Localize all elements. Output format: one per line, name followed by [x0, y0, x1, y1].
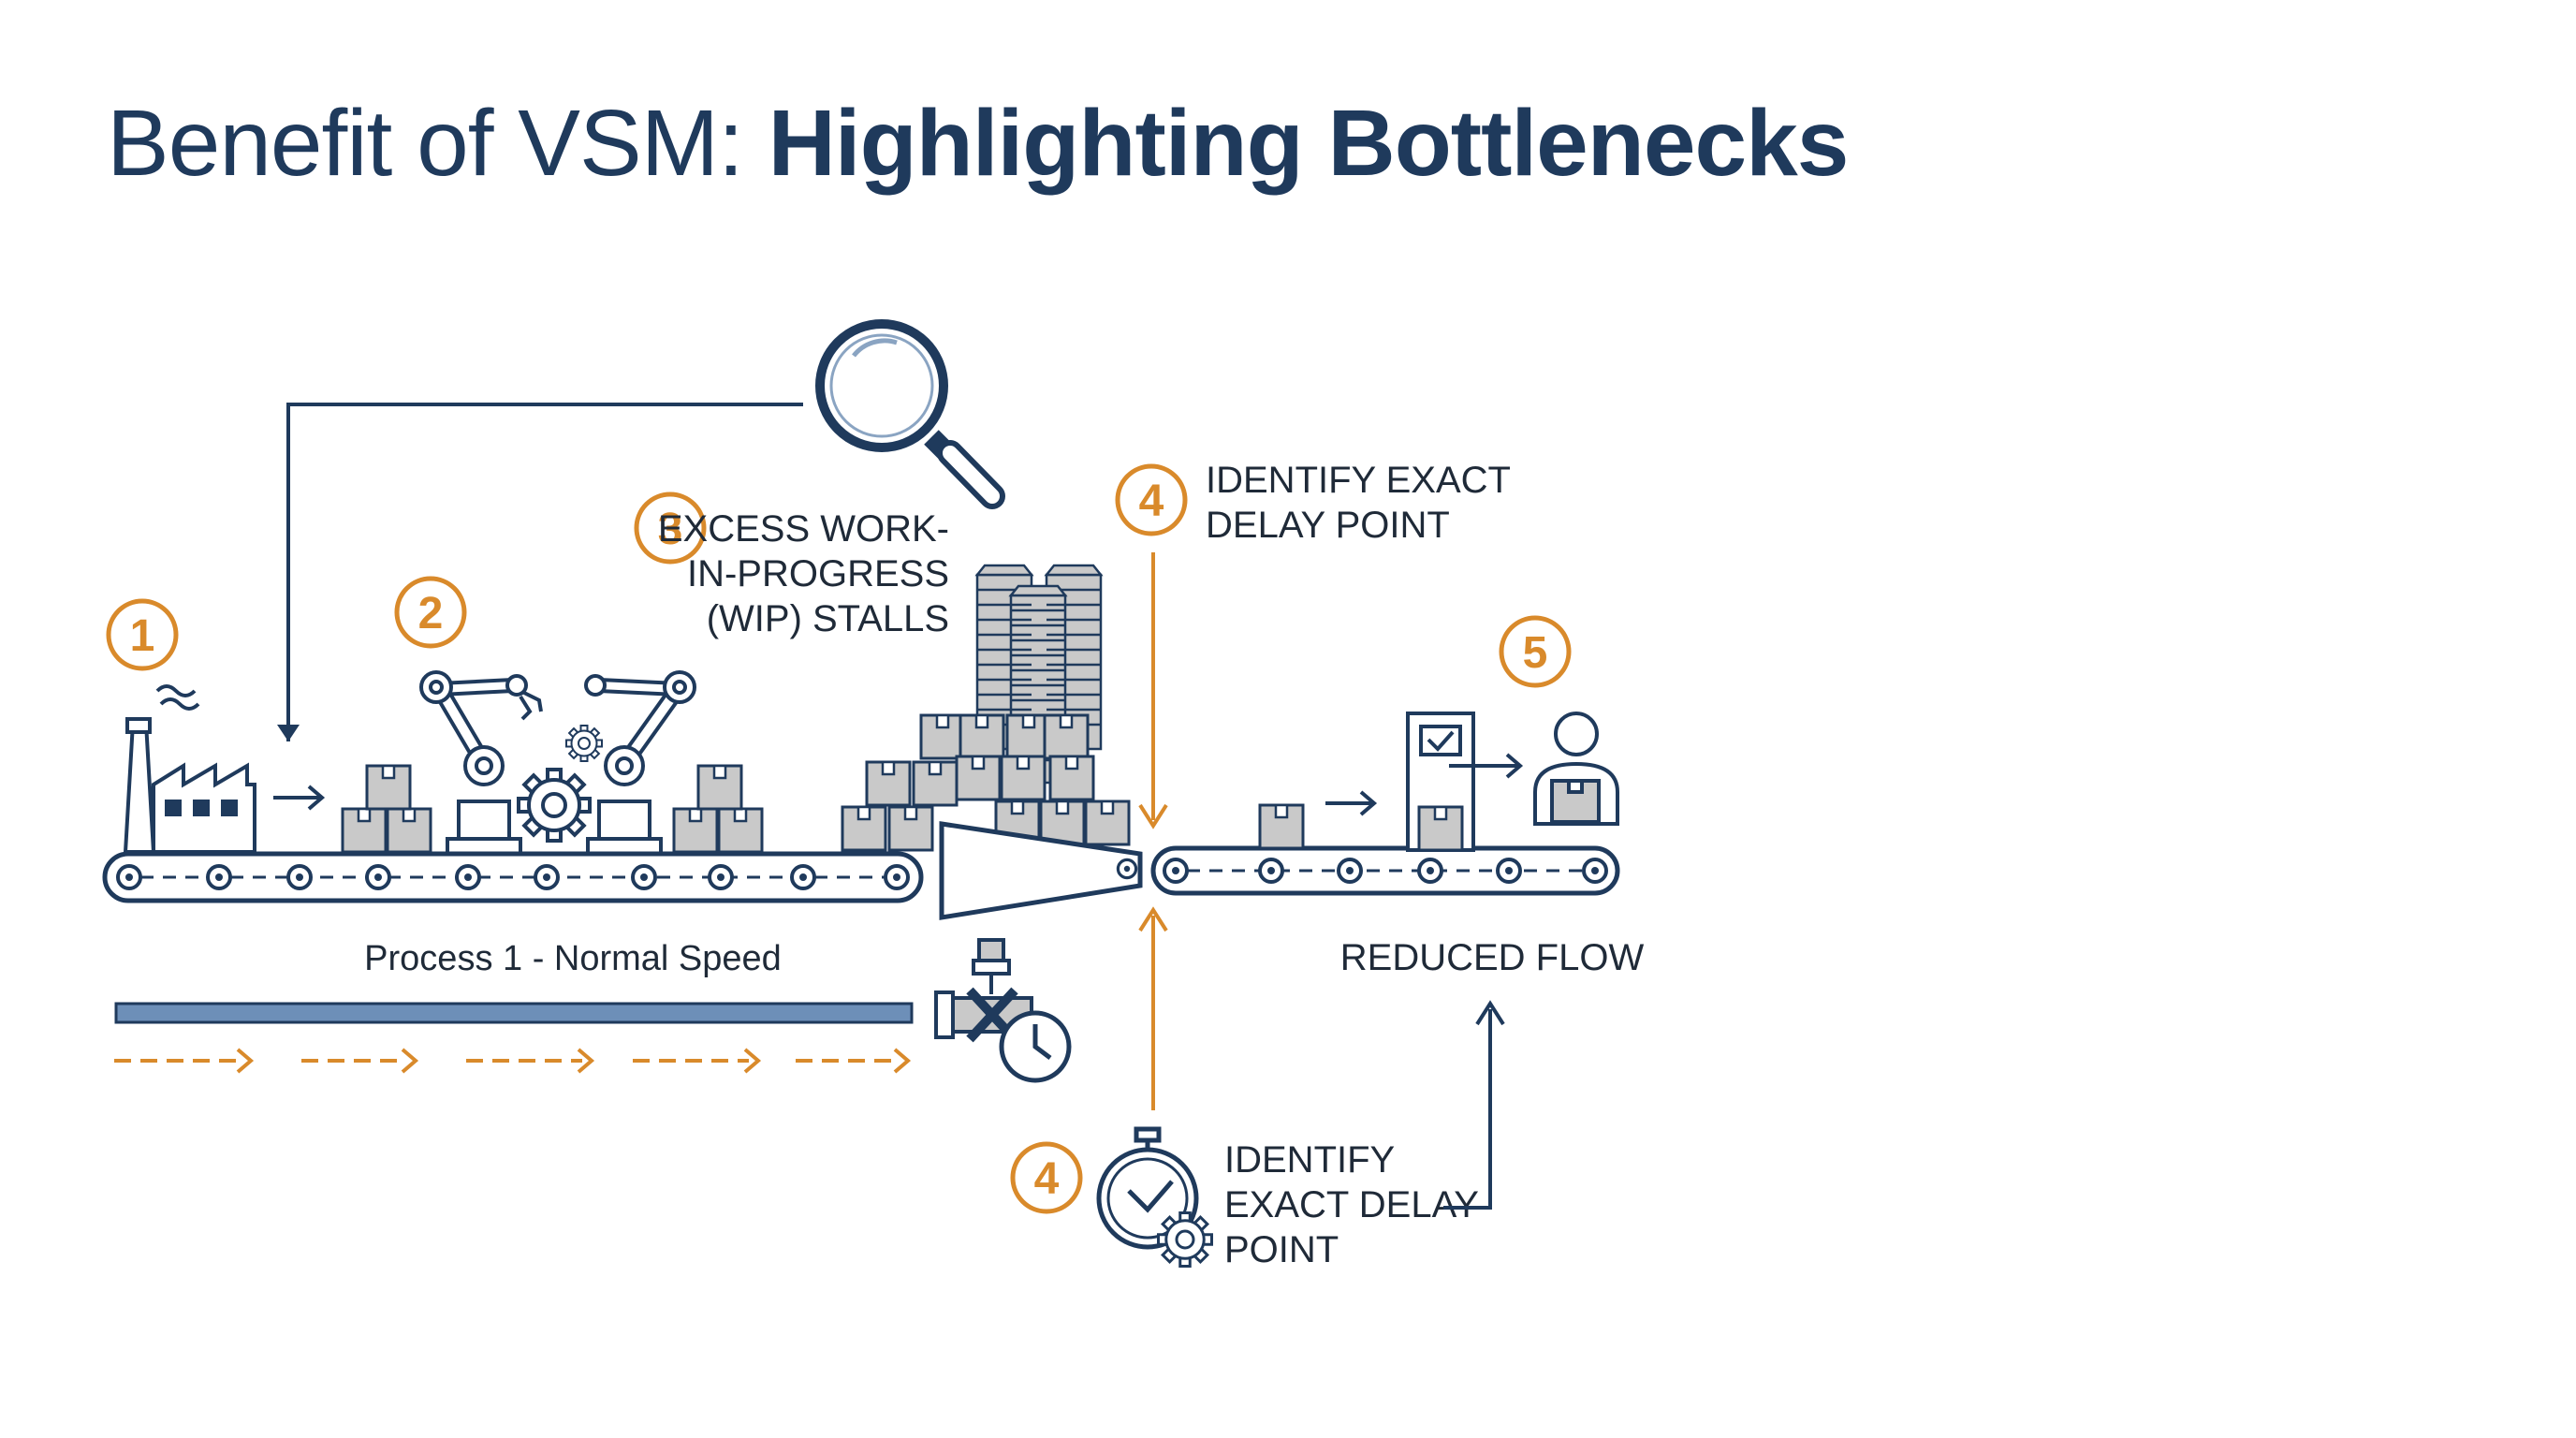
step-4-top-number: 4 — [1139, 477, 1164, 526]
step-4-bottom-number: 4 — [1034, 1154, 1060, 1204]
downstream-conveyor — [1150, 845, 1620, 896]
delay-arrow-up-head — [1138, 906, 1168, 932]
step-4-bottom-badge: 4 — [1010, 1141, 1083, 1214]
box-stack-1 — [341, 764, 432, 854]
robot-arm-icon-2 — [584, 670, 696, 856]
gear-icon — [517, 768, 592, 843]
main-conveyor — [102, 851, 924, 903]
step-3-line-2: IN-PROGRESS — [687, 553, 949, 594]
step-4-top-line-2: DELAY POINT — [1206, 505, 1450, 546]
reduced-flow-connector — [1443, 1009, 1492, 1210]
page-title: Benefit of VSM: Highlighting Bottlenecks — [107, 90, 1850, 198]
reduced-flow-label: REDUCED FLOW — [1340, 937, 1645, 978]
workstation-arrowhead — [1505, 753, 1524, 779]
delay-arrow-down-head — [1138, 803, 1168, 829]
process-label: Process 1 - Normal Speed — [364, 939, 782, 978]
factory-icon — [123, 684, 256, 854]
step-5-badge: 5 — [1499, 615, 1572, 688]
process-bar — [114, 1002, 914, 1024]
box-stack-2 — [672, 764, 764, 854]
step-2-number: 2 — [418, 589, 444, 638]
downstream-arrowhead — [1359, 790, 1378, 816]
magnifier-icon — [815, 319, 1005, 509]
small-gear-icon — [565, 725, 603, 762]
step-2-badge: 2 — [394, 576, 467, 649]
step-3-label: EXCESS WORK- IN-PROGRESS (WIP) STALLS — [658, 508, 949, 639]
step-3-line-1: EXCESS WORK- — [658, 508, 949, 550]
feedback-line — [286, 403, 803, 741]
step-1-badge: 1 — [106, 598, 179, 671]
feedback-arrowhead — [277, 725, 300, 741]
worker-icon — [1533, 712, 1619, 826]
stopwatch-gear-icon — [1157, 1211, 1213, 1268]
downstream-box — [1258, 803, 1305, 850]
step-4-bottom-line-3: POINT — [1224, 1229, 1339, 1270]
step-4-bottom-label: IDENTIFY EXACT DELAY POINT — [1224, 1139, 1479, 1270]
step-3-number: 3 — [658, 505, 683, 554]
title-emphasis: Highlighting Bottlenecks — [768, 91, 1850, 196]
step-5-number: 5 — [1523, 628, 1548, 678]
reduced-flow-arrowhead — [1475, 1000, 1505, 1026]
workstation-box — [1417, 805, 1464, 852]
step-4-bottom-line-2: EXACT DELAY — [1224, 1184, 1479, 1225]
step-4-top-label: IDENTIFY EXACT DELAY POINT — [1206, 460, 1511, 546]
bottleneck-funnel — [939, 821, 1143, 920]
step-3-badge: 3 — [634, 492, 707, 565]
step-1-number: 1 — [130, 611, 155, 661]
flow-arrows — [114, 1048, 912, 1074]
factory-arrowhead — [307, 785, 326, 811]
clock-icon — [999, 1010, 1072, 1083]
title-prefix: Benefit of VSM: — [107, 91, 768, 196]
step-4-top-badge: 4 — [1115, 463, 1188, 536]
step-3-line-3: (WIP) STALLS — [707, 598, 949, 639]
step-4-bottom-line-1: IDENTIFY — [1224, 1139, 1395, 1181]
step-4-top-line-1: IDENTIFY EXACT — [1206, 460, 1511, 501]
robot-arm-icon — [419, 670, 543, 856]
